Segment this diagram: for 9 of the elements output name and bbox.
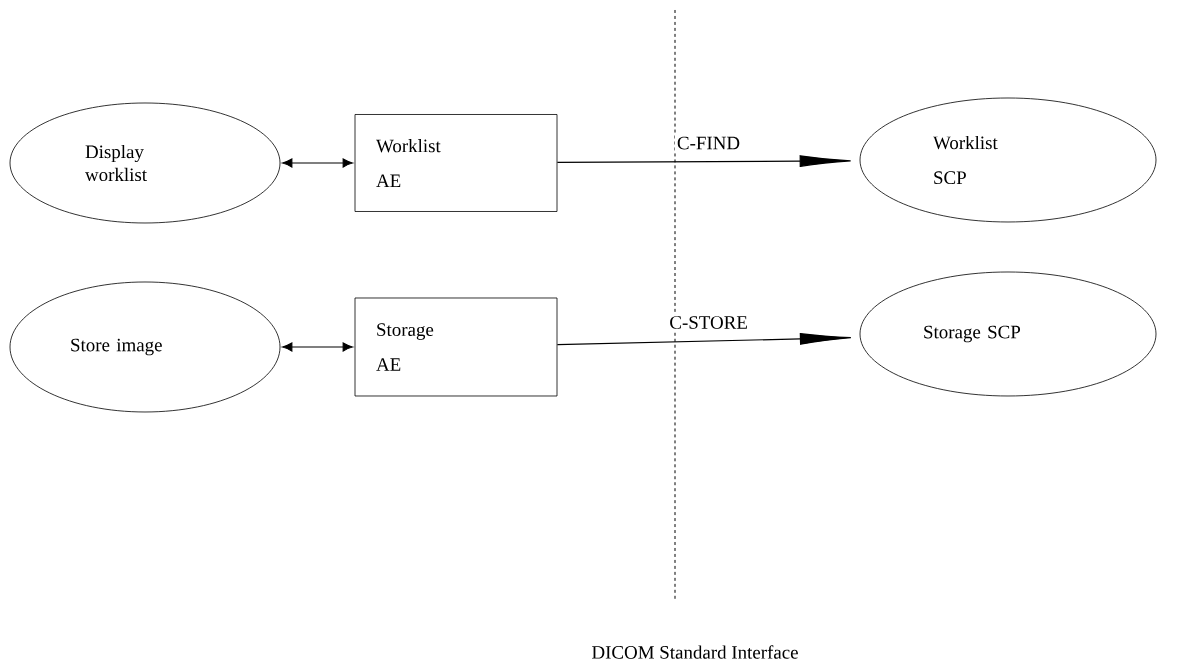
interface-label: DICOM Standard Interface — [592, 645, 798, 659]
edge-label: C-STORE — [667, 314, 750, 331]
process-box: Worklist AE — [354, 114, 558, 212]
arrow — [282, 342, 353, 352]
edge-label: C-FIND — [674, 134, 743, 152]
arrow — [282, 158, 353, 168]
arrow — [556, 155, 852, 167]
arrow — [556, 332, 852, 346]
process-box: Storage AE — [354, 297, 558, 397]
